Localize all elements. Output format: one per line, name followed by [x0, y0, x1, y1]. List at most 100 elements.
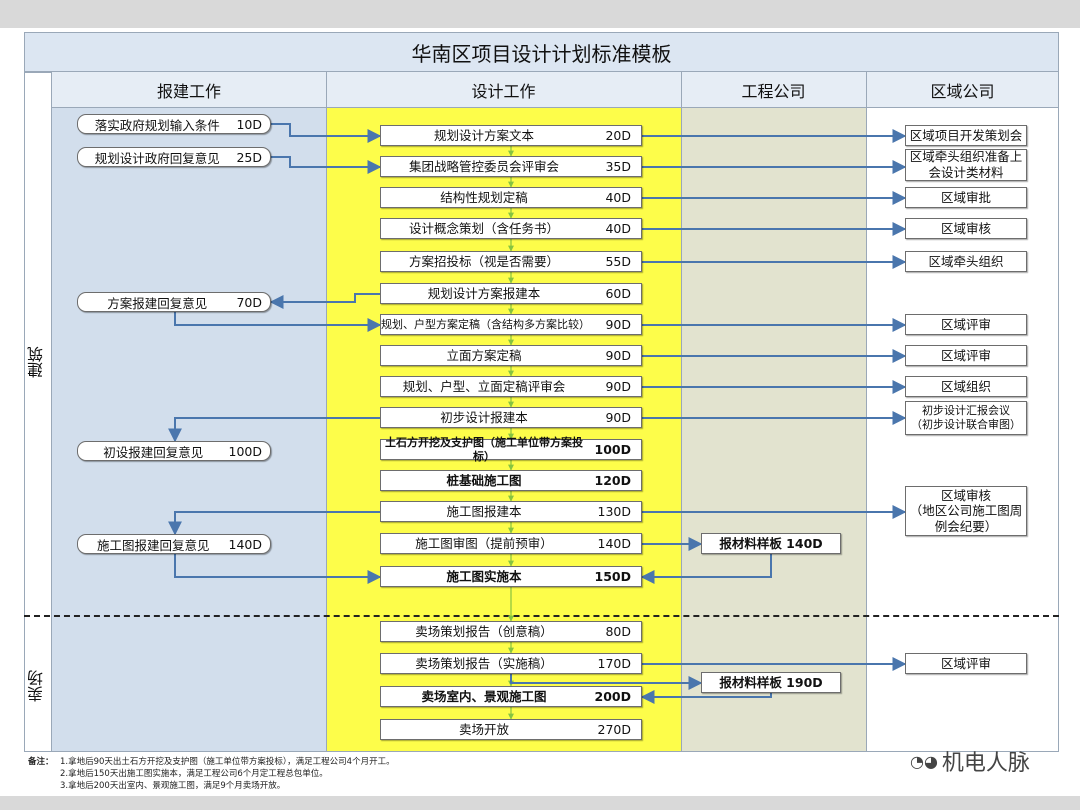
- flow-arrow: [168, 511, 380, 536]
- task-duration: 90D: [605, 379, 631, 394]
- quyu-task-box: 区域评审: [905, 653, 1027, 674]
- quyu-task-box: 区域审批: [905, 187, 1027, 208]
- task-duration: 140D: [597, 536, 631, 551]
- task-duration: 20D: [605, 128, 631, 143]
- task-label: 施工图实施本: [446, 569, 522, 584]
- task-label: 报材料样板 190D: [719, 675, 823, 690]
- task-label: 土石方开挖及支护图（施工单位带方案投标）: [385, 436, 583, 463]
- design-task-box: 集团战略管控委员会评审会 35D: [380, 156, 642, 177]
- quyu-task-box: 区域组织: [905, 376, 1027, 397]
- flow-arrow: [640, 690, 772, 704]
- design-task-box: 规划、户型、立面定稿评审会 90D: [380, 376, 642, 397]
- design-task-box: 卖场策划报告（创意稿） 80D: [380, 621, 642, 642]
- notes-line: 1.拿地后90天出土石方开挖及支护图（施工单位带方案投标），满足工程公司4个月开…: [60, 757, 395, 767]
- wechat-icon: ◔◕: [910, 751, 938, 771]
- task-duration: 140D: [228, 536, 262, 552]
- gongcheng-task-box: 报材料样板 190D: [701, 672, 841, 693]
- sheet: 华南区项目设计计划标准模板 报建工作 设计工作 工程公司 区域公司 建筑 卖场 …: [0, 28, 1080, 796]
- task-label: 集团战略管控委员会评审会: [408, 159, 559, 174]
- title-bar: 华南区项目设计计划标准模板: [24, 32, 1059, 72]
- task-duration: 40D: [605, 190, 631, 205]
- task-label: 桩基础施工图: [446, 473, 522, 488]
- design-task-box: 卖场开放 270D: [380, 719, 642, 740]
- task-duration: 55D: [605, 254, 631, 269]
- task-label: 卖场策划报告（创意稿）: [415, 624, 553, 639]
- notes-label: 备注：: [28, 757, 54, 767]
- task-label: 规划、户型方案定稿（含结构多方案比较）: [381, 317, 590, 331]
- flow-arrow: [168, 417, 380, 443]
- task-label: 卖场策划报告（实施稿）: [415, 656, 553, 671]
- notes-line: 2.拿地后150天出施工图实施本，满足工程公司6个月定工程总包单位。: [60, 769, 328, 779]
- design-task-box: 卖场策划报告（实施稿） 170D: [380, 653, 642, 674]
- row-header-strip: [24, 72, 52, 779]
- task-duration: 270D: [597, 722, 631, 737]
- design-task-box: 规划设计方案文本 20D: [380, 125, 642, 146]
- column-gongcheng-bg: [681, 80, 866, 779]
- baojian-task-pill: 落实政府规划输入条件 10D: [77, 114, 271, 134]
- flow-arrow: [640, 554, 772, 584]
- task-label: 立面方案定稿: [446, 348, 522, 363]
- task-duration: 80D: [605, 624, 631, 639]
- task-duration: 100D: [228, 443, 262, 459]
- task-label: 规划设计政府回复意见: [94, 150, 220, 166]
- design-task-box: 施工图审图（提前预审）140D: [380, 533, 642, 554]
- task-label: 设计概念策划（含任务书）: [408, 221, 559, 236]
- design-task-box: 土石方开挖及支护图（施工单位带方案投标） 100D: [380, 436, 642, 463]
- design-task-box: 规划、户型方案定稿（含结构多方案比较） 90D: [380, 314, 642, 335]
- header-row: [52, 72, 1059, 108]
- task-label: 规划、户型、立面定稿评审会: [402, 379, 566, 394]
- design-task-box: 施工图实施本 150D: [380, 566, 642, 587]
- watermark: ◔◕ 机电人脉: [910, 745, 1030, 777]
- task-duration: 100D: [594, 442, 631, 457]
- baojian-task-pill: 方案报建回复意见 70D: [77, 292, 271, 312]
- task-label: 初设报建回复意见: [103, 444, 204, 460]
- notes-line: 3.拿地后200天出室内、景观施工图，满足9个月卖场开放。: [60, 781, 286, 791]
- task-label: 方案招投标（视是否需要）: [408, 254, 559, 269]
- task-duration: 90D: [605, 348, 631, 363]
- design-task-box: 施工图报建本 130D: [380, 501, 642, 522]
- notes-area: [24, 751, 1059, 792]
- flow-arrow: [271, 123, 382, 143]
- row-separator: [24, 615, 1059, 617]
- quyu-task-box: 初步设计汇报会议 （初步设计联合审图）: [905, 401, 1027, 435]
- task-label: 施工图报建本: [446, 504, 522, 519]
- task-duration: 70D: [236, 294, 262, 310]
- task-label: 施工图报建回复意见: [97, 537, 210, 553]
- task-duration: 130D: [597, 504, 631, 519]
- task-label: 规划设计方案文本: [433, 128, 534, 143]
- task-label: 卖场开放: [458, 722, 509, 737]
- task-duration: 200D: [594, 689, 631, 704]
- task-label: 规划设计方案报建本: [427, 286, 541, 301]
- design-task-box: 设计概念策划（含任务书） 40D: [380, 218, 642, 239]
- task-duration: 170D: [597, 656, 631, 671]
- task-duration: 150D: [594, 569, 631, 584]
- baojian-task-pill: 施工图报建回复意见 140D: [77, 534, 271, 554]
- divider: [681, 72, 682, 756]
- task-duration: 35D: [605, 159, 631, 174]
- watermark-text: 机电人脉: [941, 751, 1030, 776]
- flow-arrow: [174, 312, 382, 332]
- column-header-quyu: 区域公司: [930, 82, 995, 101]
- page-title: 华南区项目设计计划标准模板: [411, 41, 672, 66]
- divider: [1058, 32, 1059, 779]
- divider: [866, 72, 867, 756]
- design-task-box: 方案招投标（视是否需要） 55D: [380, 251, 642, 272]
- column-header-gongcheng: 工程公司: [741, 82, 806, 101]
- quyu-task-box: 区域牵头组织准备上 会设计类材料: [905, 149, 1027, 181]
- task-duration: 60D: [605, 286, 631, 301]
- task-label: 初步设计报建本: [440, 410, 528, 425]
- task-duration: 90D: [605, 317, 631, 332]
- task-duration: 10D: [236, 116, 262, 132]
- column-baojian-bg: [52, 80, 326, 779]
- task-label: 方案报建回复意见: [107, 295, 208, 311]
- task-duration: 40D: [605, 221, 631, 236]
- task-label: 落实政府规划输入条件: [94, 117, 220, 133]
- column-header-baojian: 报建工作: [156, 82, 221, 101]
- design-task-box: 规划设计方案报建本 60D: [380, 283, 642, 304]
- flow-arrow: [271, 156, 382, 174]
- quyu-task-box: 区域审核: [905, 218, 1027, 239]
